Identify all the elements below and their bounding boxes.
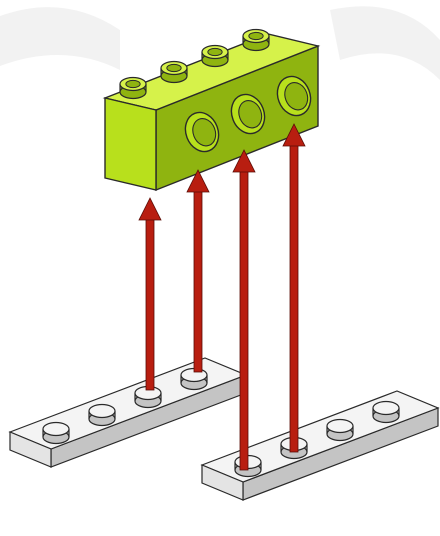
brick-stud-1 (119, 76, 147, 100)
brick-studs (119, 28, 270, 100)
plate-1x4-right (200, 390, 440, 501)
brick-stud-4 (242, 28, 270, 52)
brick-stud-2 (160, 60, 188, 84)
arrow-1 (138, 197, 162, 391)
plate-left-studs (42, 367, 208, 445)
watermark-logo (0, 6, 440, 80)
arrow-2 (186, 169, 210, 373)
plate-right-stud-3 (326, 418, 354, 442)
plate-1x4-left (8, 357, 248, 468)
plate-left-stud-3 (134, 385, 162, 409)
technic-hole-3 (276, 75, 312, 117)
technic-hole-2 (230, 93, 266, 135)
plate-right-stud-4 (372, 400, 400, 424)
technic-hole-1 (184, 111, 220, 153)
arrow-3 (232, 149, 256, 471)
assembly-arrows (138, 123, 306, 471)
plate-left-stud-1 (42, 421, 70, 445)
brick-stud-3 (201, 44, 229, 68)
brick-holes (184, 75, 312, 153)
plate-left-stud-2 (88, 403, 116, 427)
arrow-4 (282, 123, 306, 453)
